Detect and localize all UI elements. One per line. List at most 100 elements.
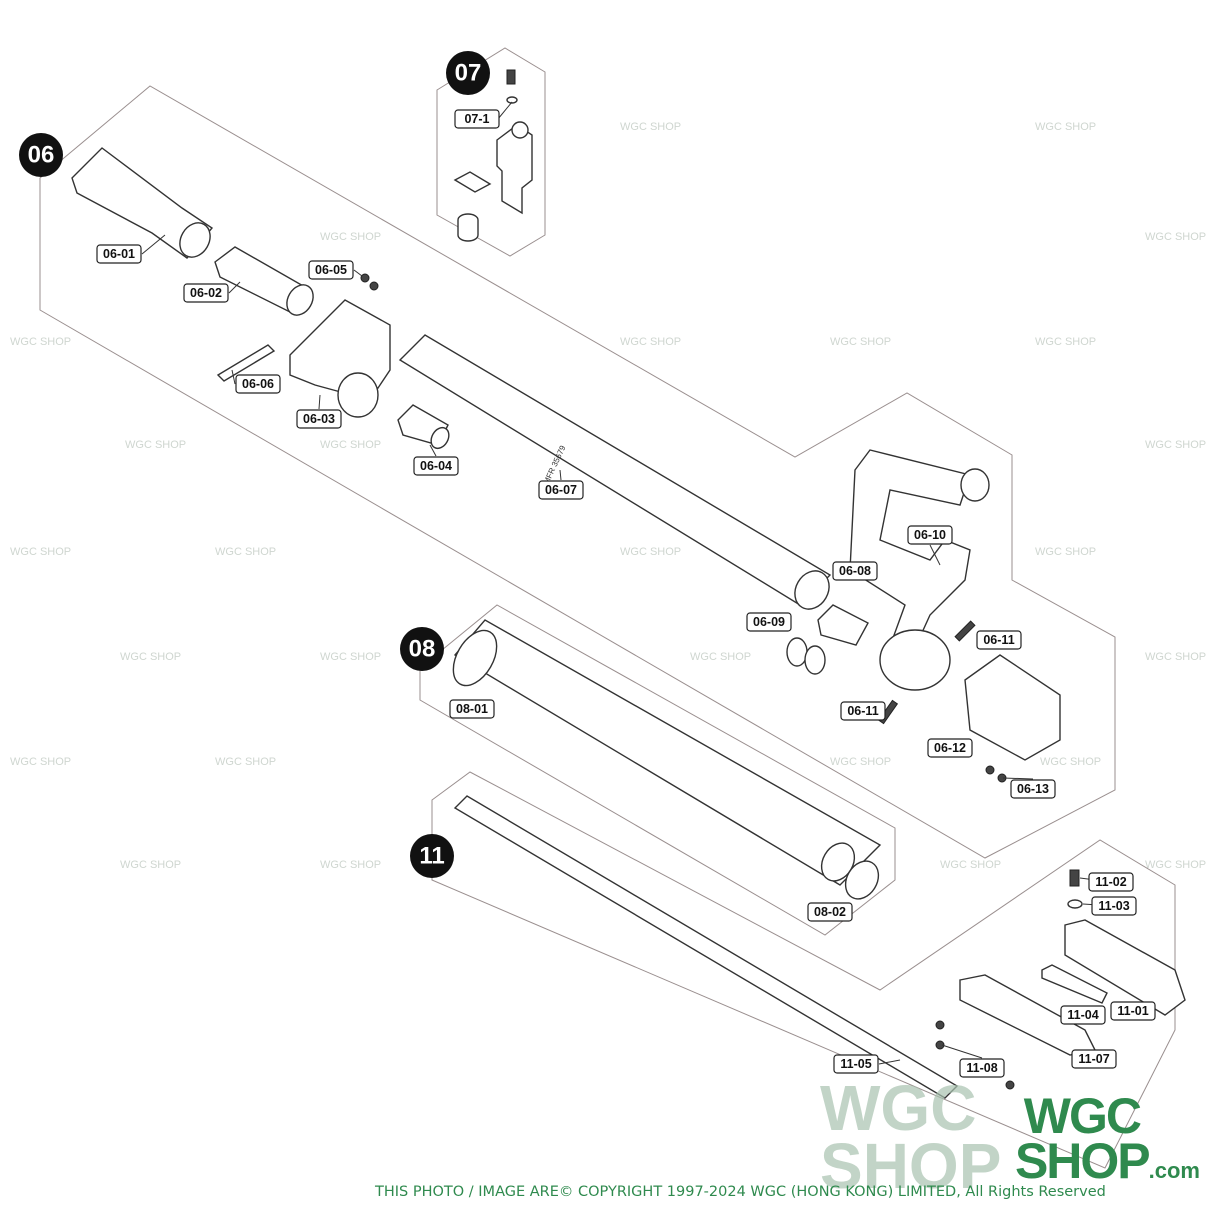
svg-text:11-01: 11-01 [1117, 1004, 1148, 1018]
svg-text:06-05: 06-05 [315, 263, 347, 277]
outer-barrel-parts [452, 619, 882, 900]
svg-text:WGC SHOP: WGC SHOP [320, 859, 381, 871]
svg-text:06-08: 06-08 [839, 564, 871, 578]
svg-text:06-12: 06-12 [934, 741, 966, 755]
label-08-01: 08-01 [449, 699, 495, 719]
svg-text:WGC SHOP: WGC SHOP [215, 756, 276, 768]
group-badge-11: 11 [410, 834, 454, 878]
label-06-04: 06-04 [413, 456, 459, 476]
svg-text:WGC SHOP: WGC SHOP [620, 336, 681, 348]
svg-text:WGC SHOP: WGC SHOP [1145, 651, 1206, 663]
svg-text:06-07: 06-07 [545, 483, 577, 497]
svg-text:WGC SHOP: WGC SHOP [1145, 859, 1206, 871]
svg-text:WGC SHOP: WGC SHOP [830, 756, 891, 768]
svg-text:11-08: 11-08 [966, 1061, 997, 1075]
svg-text:11: 11 [419, 843, 444, 870]
svg-text:06-11: 06-11 [983, 633, 1014, 647]
svg-text:08-02: 08-02 [814, 905, 846, 919]
svg-text:07: 07 [455, 60, 482, 87]
label-07-1: 07-1 [454, 109, 500, 129]
label-11-02: 11-02 [1088, 872, 1134, 892]
svg-text:11-02: 11-02 [1095, 875, 1126, 889]
label-06-06: 06-06 [235, 374, 281, 394]
label-06-07: 06-07 [538, 480, 584, 500]
rear-sight-parts [453, 69, 533, 242]
group-badge-07: 07 [446, 51, 490, 95]
group-badge-06: 06 [19, 133, 63, 177]
svg-text:06-04: 06-04 [420, 459, 452, 473]
svg-text:WGC SHOP: WGC SHOP [1035, 336, 1096, 348]
label-06-11-lower: 06-11 [840, 701, 886, 721]
label-06-10: 06-10 [907, 525, 953, 545]
svg-text:06-11: 06-11 [847, 704, 878, 718]
svg-text:11-05: 11-05 [840, 1057, 871, 1071]
label-06-03: 06-03 [296, 409, 342, 429]
svg-text:WGC SHOP: WGC SHOP [10, 546, 71, 558]
svg-text:WGC SHOP: WGC SHOP [940, 859, 1001, 871]
svg-text:06: 06 [28, 142, 55, 169]
label-06-12: 06-12 [927, 738, 973, 758]
svg-text:WGC SHOP: WGC SHOP [125, 439, 186, 451]
label-06-09: 06-09 [746, 612, 792, 632]
svg-text:WGC SHOP: WGC SHOP [1145, 439, 1206, 451]
svg-text:08-01: 08-01 [456, 702, 488, 716]
logo-suffix: .com [1148, 1158, 1200, 1183]
svg-text:WGC SHOP: WGC SHOP [320, 651, 381, 663]
svg-text:WGC SHOP: WGC SHOP [320, 439, 381, 451]
label-11-07: 11-07 [1071, 1049, 1117, 1069]
svg-text:06-06: 06-06 [242, 377, 274, 391]
svg-text:WGC SHOP: WGC SHOP [320, 231, 381, 243]
label-06-02: 06-02 [183, 283, 229, 303]
label-11-08: 11-08 [959, 1058, 1005, 1078]
label-06-13: 06-13 [1010, 779, 1056, 799]
label-11-05: 11-05 [833, 1054, 879, 1074]
svg-text:07-1: 07-1 [464, 112, 489, 126]
logo-line1: WGC [1023, 1088, 1142, 1144]
label-06-11-upper: 06-11 [976, 630, 1022, 650]
label-06-01: 06-01 [96, 244, 142, 264]
svg-text:WGC SHOP: WGC SHOP [1035, 121, 1096, 133]
logo-line2: SHOP [1014, 1133, 1151, 1189]
svg-text:WGC SHOP: WGC SHOP [1145, 231, 1206, 243]
svg-text:WGC SHOP: WGC SHOP [10, 336, 71, 348]
leader-lines [141, 101, 1115, 1065]
barrel-assembly-parts: MFR 35679 [71, 147, 1061, 783]
svg-text:WGC SHOP: WGC SHOP [10, 756, 71, 768]
svg-text:06-02: 06-02 [190, 286, 222, 300]
label-06-05: 06-05 [308, 260, 354, 280]
svg-text:WGC SHOP: WGC SHOP [120, 859, 181, 871]
svg-text:11-03: 11-03 [1098, 899, 1129, 913]
group-08-outline [419, 604, 896, 936]
svg-text:06-01: 06-01 [103, 247, 135, 261]
svg-text:WGC SHOP: WGC SHOP [830, 336, 891, 348]
svg-text:06-03: 06-03 [303, 412, 335, 426]
svg-text:06-10: 06-10 [914, 528, 946, 542]
svg-text:WGC SHOP: WGC SHOP [620, 546, 681, 558]
group-badge-08: 08 [400, 627, 444, 671]
label-11-03: 11-03 [1091, 896, 1137, 916]
svg-text:06-09: 06-09 [753, 615, 785, 629]
copyright-notice: THIS PHOTO / IMAGE ARE© COPYRIGHT 1997-2… [375, 1184, 1106, 1200]
svg-text:WGC SHOP: WGC SHOP [1040, 756, 1101, 768]
svg-text:WGC SHOP: WGC SHOP [215, 546, 276, 558]
group-06-outline [39, 85, 1116, 859]
svg-text:11-04: 11-04 [1067, 1008, 1098, 1022]
label-11-01: 11-01 [1110, 1001, 1156, 1021]
hop-up-parts [453, 795, 1186, 1099]
part-labels: 07-1 06-01 06-02 06-05 06-06 06-03 06-04… [96, 109, 1156, 1078]
background-watermarks: WGC SHOP WGC SHOP WGC SHOP WGC SHOP WGC SHO… [10, 121, 1206, 871]
svg-text:11-07: 11-07 [1078, 1052, 1109, 1066]
svg-text:06-13: 06-13 [1017, 782, 1049, 796]
svg-text:WGC SHOP: WGC SHOP [1035, 546, 1096, 558]
label-08-02: 08-02 [807, 902, 853, 922]
label-06-08: 06-08 [832, 561, 878, 581]
group-07-outline [436, 47, 546, 257]
group-11-outline [431, 771, 1176, 1169]
svg-text:08: 08 [409, 636, 436, 663]
svg-text:WGC SHOP: WGC SHOP [690, 651, 751, 663]
svg-text:WGC SHOP: WGC SHOP [120, 651, 181, 663]
label-11-04: 11-04 [1060, 1005, 1106, 1025]
wgc-shop-logo: WGC SHOP.com [1015, 1088, 1200, 1186]
